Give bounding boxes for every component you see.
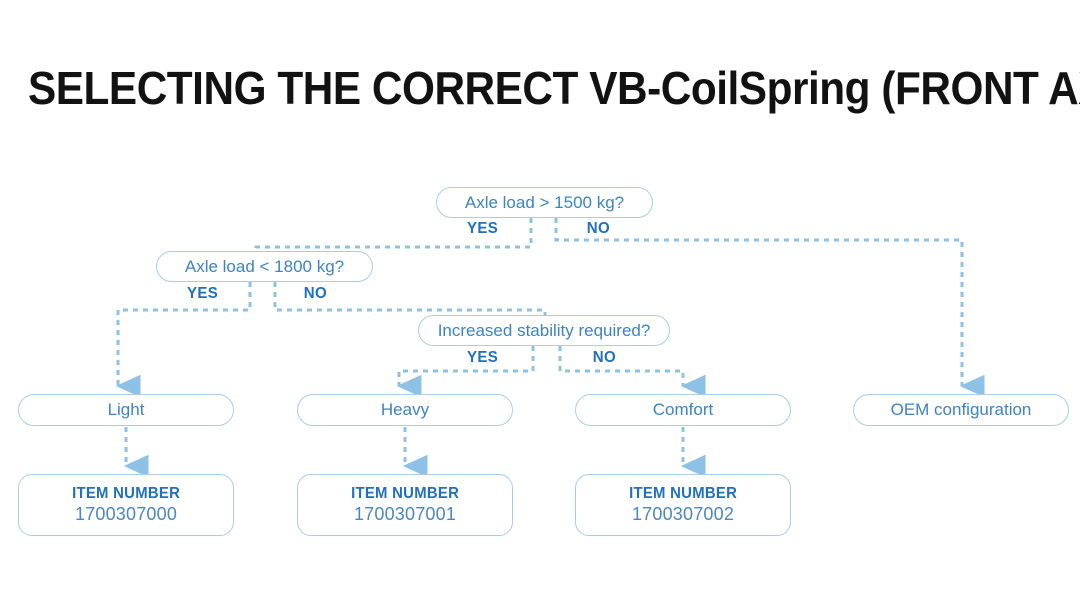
result-node-light[interactable]: Light xyxy=(18,394,234,426)
branch-label-d3-no: NO xyxy=(592,349,617,366)
item-number-value: 1700307001 xyxy=(353,504,457,524)
item-number-card-light[interactable]: ITEM NUMBER 1700307000 xyxy=(18,474,234,536)
decision-node-increased-stability[interactable]: Increased stability required? xyxy=(418,315,670,346)
decision-node-text: Increased stability required? xyxy=(437,320,651,340)
branch-label-d1-no: NO xyxy=(586,220,611,237)
result-node-label: Heavy xyxy=(380,400,430,419)
decision-node-text: Axle load < 1800 kg? xyxy=(184,256,345,276)
item-number-label: ITEM NUMBER xyxy=(350,485,460,502)
branch-label-d3-yes: YES xyxy=(466,349,499,366)
result-node-oem-configuration[interactable]: OEM configuration xyxy=(853,394,1069,426)
item-number-label: ITEM NUMBER xyxy=(628,485,738,502)
decision-node-axle-load-gt-1500[interactable]: Axle load > 1500 kg? xyxy=(436,187,653,218)
decision-node-text: Axle load > 1500 kg? xyxy=(464,192,625,212)
branch-label-d2-yes: YES xyxy=(186,285,219,302)
item-number-card-comfort[interactable]: ITEM NUMBER 1700307002 xyxy=(575,474,791,536)
decision-node-axle-load-lt-1800[interactable]: Axle load < 1800 kg? xyxy=(156,251,373,282)
item-number-card-heavy[interactable]: ITEM NUMBER 1700307001 xyxy=(297,474,513,536)
edge-d3-no xyxy=(558,346,706,398)
item-number-label: ITEM NUMBER xyxy=(71,485,181,502)
result-node-comfort[interactable]: Comfort xyxy=(575,394,791,426)
page-title: SELECTING THE CORRECT VB-CoilSpring (FRO… xyxy=(28,62,1080,114)
branch-label-d1-yes: YES xyxy=(466,220,499,237)
result-node-label: OEM configuration xyxy=(890,400,1032,419)
edge-d1-no xyxy=(554,218,985,398)
result-node-label: Comfort xyxy=(652,400,714,419)
edge-d2-yes xyxy=(115,282,252,398)
branch-label-d2-no: NO xyxy=(303,285,328,302)
result-node-label: Light xyxy=(107,400,145,419)
item-number-value: 1700307000 xyxy=(74,504,178,524)
item-number-value: 1700307002 xyxy=(631,504,735,524)
result-node-heavy[interactable]: Heavy xyxy=(297,394,513,426)
